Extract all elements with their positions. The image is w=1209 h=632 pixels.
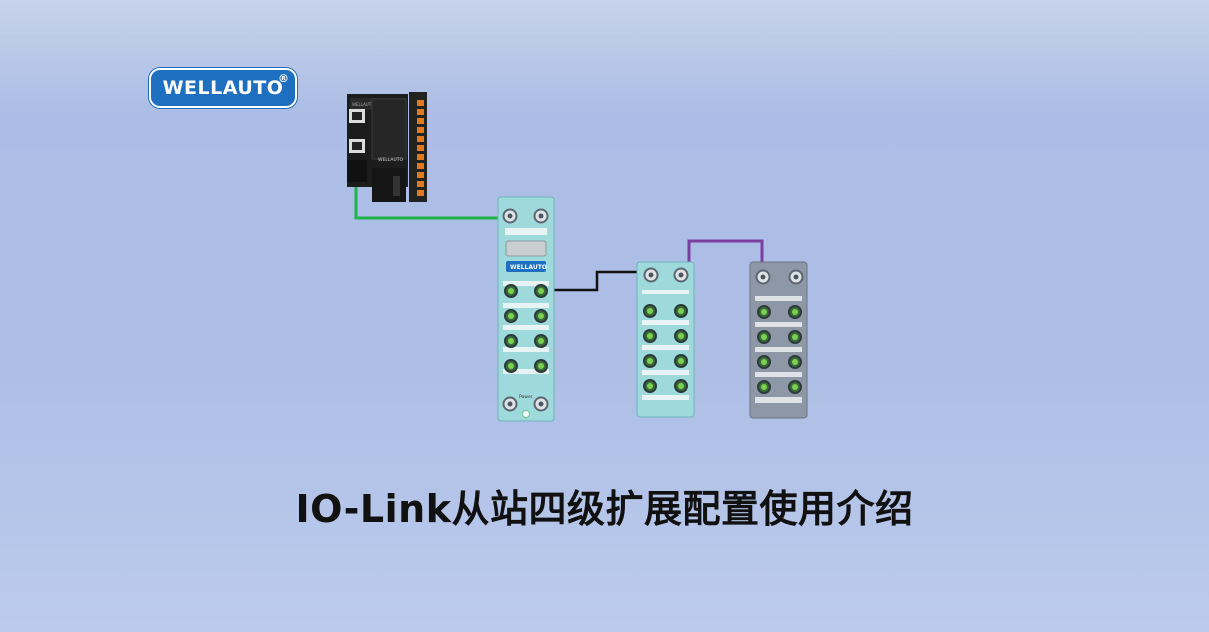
master-brand-label: WELLAUTO (378, 157, 404, 163)
bus-io-module: WELLAUTO Power (497, 196, 555, 422)
bus-module-brand-label: WELLAUTO (510, 264, 547, 271)
svg-text:WELLAUTO: WELLAUTO (352, 102, 374, 107)
page-title: IO-Link从站四级扩展配置使用介绍 (295, 487, 914, 531)
iolink-master-device: WELLAUTO WELLAUTO (347, 92, 427, 202)
iolink-hub-1 (636, 261, 695, 418)
ethernet-cable (354, 180, 509, 220)
registered-mark: ® (278, 72, 289, 85)
iolink-cable-1 (541, 270, 651, 292)
bus-module-power-label: Power (519, 394, 533, 400)
iolink-hub-2 (749, 261, 808, 419)
logo-brand-text: WELLAUTO (162, 77, 284, 99)
wellauto-logo: WELLAUTO ® (149, 68, 297, 108)
